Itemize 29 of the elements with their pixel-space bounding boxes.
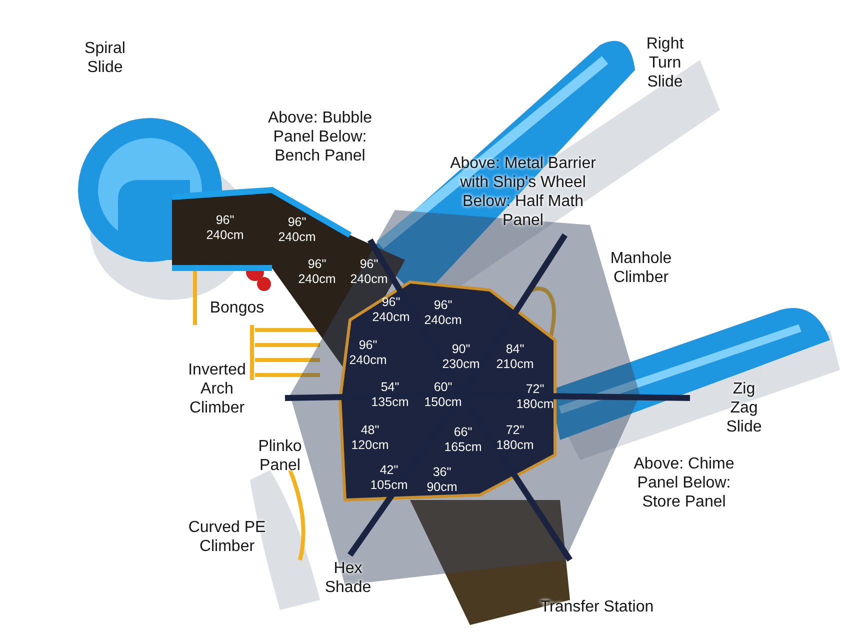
part-label: Spiral Slide — [84, 39, 126, 77]
part-label: Zig Zag Slide — [725, 380, 763, 436]
deck-height-label: 60" 150cm — [423, 380, 463, 410]
deck-height-label: 72" 180cm — [515, 382, 555, 412]
deck-height-label: 96" 240cm — [423, 298, 463, 328]
deck-height-label: 96" 240cm — [371, 295, 411, 325]
deck-height-label: 90" 230cm — [441, 342, 481, 372]
part-label: Inverted Arch Climber — [187, 360, 247, 418]
deck-height-label: 96" 240cm — [297, 257, 337, 287]
deck-height-label: 54" 135cm — [370, 380, 410, 410]
deck-height-label: 96" 240cm — [205, 213, 245, 243]
part-label: Above: Bubble Panel Below: Bench Panel — [266, 108, 374, 166]
part-label: Plinko Panel — [257, 437, 303, 475]
part-label: Curved PE Climber — [187, 518, 267, 556]
deck-height-label: 48" 120cm — [350, 423, 390, 453]
deck-height-label: 36" 90cm — [426, 465, 458, 495]
part-label: Right Turn Slide — [645, 34, 685, 92]
deck-height-label: 96" 240cm — [277, 215, 317, 245]
deck-height-label: 96" 240cm — [348, 338, 388, 368]
deck-height-label: 84" 210cm — [495, 342, 535, 372]
deck-height-label: 72" 180cm — [495, 423, 535, 453]
part-label: Hex Shade — [324, 559, 372, 597]
deck-height-label: 66" 165cm — [443, 425, 483, 455]
part-label: Manhole Climber — [609, 249, 673, 287]
part-label: Bongos — [208, 298, 266, 318]
part-label: Above: Chime Panel Below: Store Panel — [632, 454, 736, 512]
part-label: Transfer Station — [539, 598, 655, 616]
deck-height-label: 42" 105cm — [369, 463, 409, 493]
deck-height-label: 96" 240cm — [349, 257, 389, 287]
